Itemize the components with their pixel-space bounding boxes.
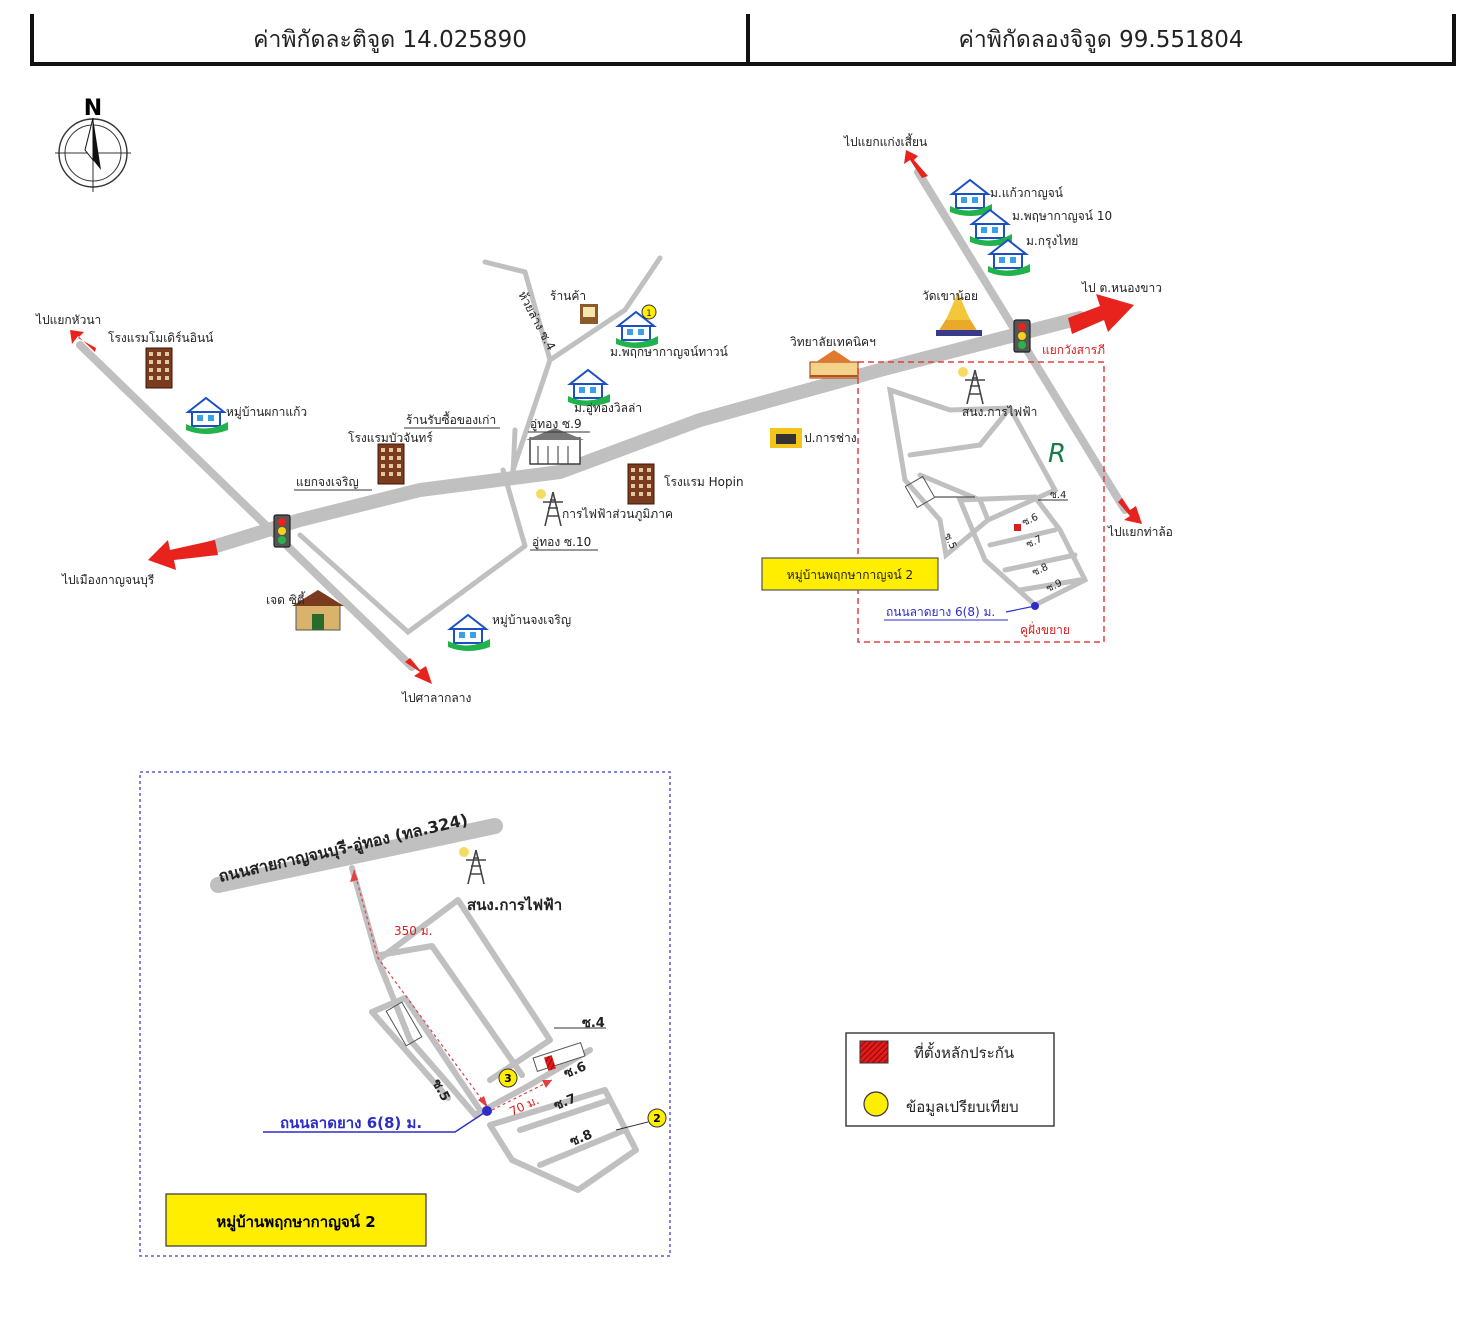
label-distance-350: 350 ม. — [394, 924, 432, 938]
coordinate-bar: ค่าพิกัดละติจูด 14.025890 ค่าพิกัดลองจิจ… — [30, 14, 1456, 66]
arrow-to-kaengsian-icon — [904, 150, 928, 178]
direction-arrows — [70, 150, 1142, 684]
legend-collateral-swatch — [859, 1040, 889, 1064]
por-karnchang-truck-icon — [770, 428, 802, 448]
village-box-detail: หมู่บ้านพฤกษากาญจน์ 2 — [165, 1193, 427, 1247]
detail-map-frame — [139, 771, 671, 1257]
comparison-marker-1: 1 — [641, 304, 657, 320]
hotel-modern-inn-icon — [145, 347, 173, 389]
traffic-light-jongcharoen-icon — [273, 514, 291, 548]
label-to-salaklang: ไปศาลากลาง — [401, 691, 471, 705]
label-uthong-soi9: อู่ทอง ซ.9 — [530, 417, 582, 432]
arrow-to-salaklang-icon — [405, 658, 432, 684]
label-m-uthong-villa: ม.อู่ทองวิลล่า — [574, 401, 642, 416]
comparison-marker-1-label: 1 — [646, 309, 652, 319]
college-icon — [809, 350, 859, 379]
label-jade-city: เจด ซิตี้ — [266, 591, 306, 607]
label-jongcharoen-junction: แยกจงเจริญ — [296, 475, 359, 489]
distance-line-70 — [491, 1079, 553, 1111]
compass-rose-icon: N — [55, 96, 131, 192]
comparison-marker-3-label: 3 — [504, 1072, 512, 1085]
longitude-label: ค่าพิกัดลองจิจูด 99.551804 — [958, 27, 1244, 53]
village-box-detail-label: หมู่บ้านพฤกษากาญจน์ 2 — [216, 1213, 375, 1232]
label-substation-detail: สนง.การไฟฟ้า — [467, 895, 562, 914]
label-asphalt-overview: ถนนลาดยาง 6(8) ม. — [886, 605, 995, 619]
substation-tower-icon — [957, 366, 986, 405]
label-detail-soi4: ซ.4 — [582, 1016, 605, 1031]
legend-comparison-swatch — [863, 1091, 889, 1117]
village-box-overview: หมู่บ้านพฤกษากาญจน์ 2 — [761, 557, 939, 591]
arrow-to-huawa-icon — [70, 330, 96, 352]
label-wangsarapi-junction: แยกวังสารภี — [1042, 343, 1105, 357]
arrow-to-kanchanaburi-icon — [148, 540, 218, 570]
label-uthong-soi10: อู่ทอง ซ.10 — [532, 535, 591, 550]
village-pakakaew-icon — [185, 397, 229, 435]
label-jongcharoen-village: หมู่บ้านจงเจริญ — [492, 613, 571, 628]
label-substation-overview: สนง.การไฟฟ้า — [962, 405, 1037, 419]
pea-tower-icon — [535, 488, 564, 527]
hotel-hopin-icon — [627, 463, 655, 505]
distance-line-350 — [353, 869, 489, 1109]
detail-roads — [210, 818, 639, 1193]
jade-city-icon — [292, 590, 344, 631]
label-asphalt-detail: ถนนลาดยาง 6(8) ม. — [280, 1114, 422, 1132]
hotel-buachan-icon — [377, 443, 405, 485]
village-kaew-icon — [949, 179, 993, 217]
label-m-phruksa-town: ม.พฤกษากาญจน์ทาวน์ — [610, 345, 728, 359]
comparison-marker-2-label: 2 — [653, 1112, 661, 1125]
label-modern-inn: โรงแรมโมเดิร์นอินน์ — [108, 331, 213, 345]
label-technical-college: วิทยาลัยเทคนิคฯ — [790, 335, 876, 349]
village-boundary-overview — [857, 361, 1105, 643]
label-overview-soi6: ซ.6 — [1021, 512, 1040, 529]
village-box-overview-label: หมู่บ้านพฤกษากาญจน์ 2 — [787, 568, 913, 583]
legend-comparison-label: ข้อมูลเปรียบเทียบ — [906, 1098, 1019, 1116]
traffic-light-wangsarapi-icon — [1013, 319, 1031, 353]
label-hopin: โรงแรม Hopin — [664, 475, 744, 489]
comparison-marker-2: 2 — [615, 1108, 667, 1131]
label-antique-shop: ร้านรับซื้อของเก่า — [406, 411, 496, 427]
label-to-huawa: ไปแยกหัวนา — [35, 313, 101, 327]
detail-building-icon — [385, 1001, 423, 1047]
label-to-kaengsian: ไปแยกแก่งเสี้ยน — [843, 133, 927, 149]
map-legend: ที่ตั้งหลักประกัน ข้อมูลเปรียบเทียบ — [845, 1032, 1055, 1127]
label-to-nongkhao: ไป ต.หนองขาว — [1081, 281, 1162, 295]
label-pea: การไฟฟ้าส่วนภูมิภาค — [562, 507, 673, 522]
label-pakakaew: หมู่บ้านผกาแก้ว — [226, 405, 307, 420]
antique-shop-icon — [526, 428, 584, 465]
comparison-marker-3: 3 — [498, 1068, 518, 1088]
village-jongcharoen-icon — [447, 614, 491, 652]
label-m-phruksa10: ม.พฤษากาญจน์ 10 — [1012, 209, 1112, 223]
coordinate-divider — [746, 14, 750, 62]
label-wat-khaonoi: วัดเขาน้อย — [922, 289, 978, 303]
label-shop: ร้านค้า — [550, 289, 586, 303]
compass-north-label: N — [84, 96, 102, 121]
label-buachan: โรงแรมบัวจันทร์ — [348, 431, 433, 445]
arrow-to-thalo-icon — [1118, 498, 1142, 524]
label-m-kaew: ม.แก้วกาญจน์ — [990, 186, 1063, 200]
detail-townhouse-row-icon — [532, 1041, 586, 1073]
overview-roads — [76, 168, 1129, 671]
shop-icon — [580, 304, 598, 324]
collateral-marker-overview — [1014, 524, 1021, 531]
latitude-label: ค่าพิกัดละติจูด 14.025890 — [253, 27, 527, 53]
label-to-kanchanaburi: ไปเมืองกาญจนบุรี — [61, 573, 155, 588]
collateral-marker-detail — [544, 1055, 556, 1071]
label-ditch: คูฝั่งขยาย — [1020, 621, 1070, 638]
legend-collateral-label: ที่ตั้งหลักประกัน — [914, 1042, 1014, 1062]
label-por-karnchang: ป.การช่าง — [804, 431, 857, 445]
temple-icon — [936, 292, 982, 336]
logo-r-icon: R — [1048, 439, 1066, 469]
label-overview-soi4: ซ.4 — [1050, 490, 1066, 501]
substation-tower-detail-icon — [458, 846, 487, 885]
label-main-road-detail: ถนนสายกาญจนบุรี-อู่ทอง (ทล.324) — [217, 810, 470, 888]
arrow-to-nongkhao-icon — [1068, 294, 1134, 334]
label-m-krungthai: ม.กรุงไทย — [1026, 234, 1078, 249]
label-to-thalo: ไปแยกท่าล้อ — [1107, 525, 1173, 539]
